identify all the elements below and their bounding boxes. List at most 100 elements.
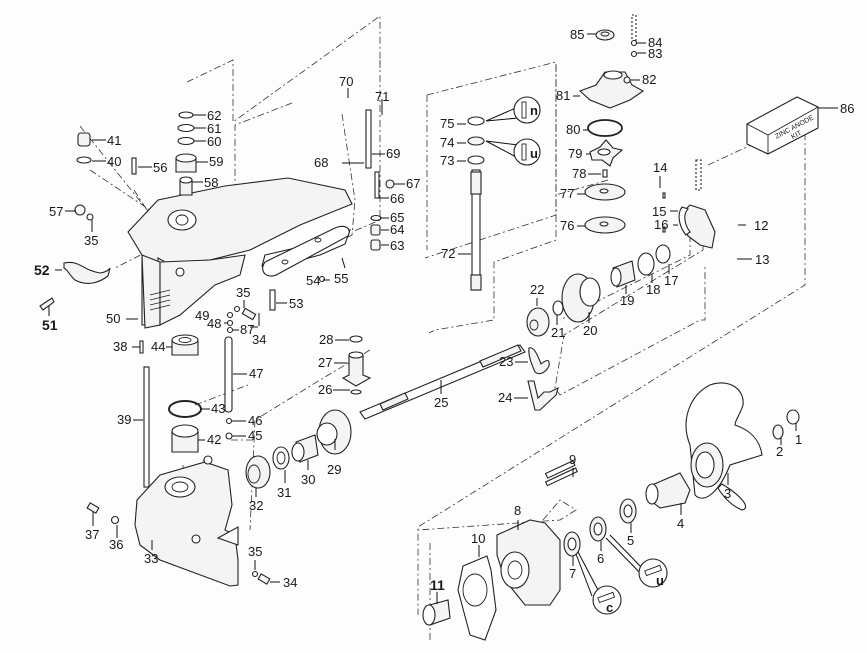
trim-tab-anode: [63, 261, 111, 284]
callout-8: 8: [514, 503, 521, 518]
callout-24: 24: [498, 390, 512, 405]
callout-50: 50: [106, 311, 120, 326]
callout-71: 71: [375, 89, 389, 104]
detail-inset-75: n: [485, 96, 541, 124]
callout-72: 72: [441, 246, 455, 261]
shift-cradle-23: [528, 347, 550, 375]
callout-70: 70: [339, 74, 353, 89]
screw-57: [74, 204, 86, 216]
callout-27: 27: [318, 355, 332, 370]
callout-83: 83: [648, 46, 662, 61]
callout-1: 1: [795, 432, 802, 447]
callout-36: 36: [109, 537, 123, 552]
callout-37: 37: [85, 527, 99, 542]
grommet-41: [77, 132, 91, 147]
callout-60: 60: [207, 134, 221, 149]
callout-57: 57: [49, 204, 63, 219]
callout-74: 74: [440, 135, 454, 150]
callout-6: 6: [597, 551, 604, 566]
callout-63: 63: [390, 238, 404, 253]
callout-39: 39: [117, 412, 131, 427]
callout-31: 31: [277, 485, 291, 500]
bushing-75: [467, 116, 485, 126]
callout-21: 21: [551, 325, 565, 340]
callout-44: 44: [151, 339, 165, 354]
upper-bearing-stack: [175, 111, 197, 196]
callout-38: 38: [113, 339, 127, 354]
o-ring-80: [587, 119, 623, 137]
callout-59: 59: [209, 154, 223, 169]
callout-64: 64: [390, 222, 404, 237]
bolt-51: [39, 297, 55, 311]
callout-33: 33: [144, 551, 158, 566]
callout-61: 61: [207, 121, 221, 136]
detail-inset-74: u: [485, 138, 541, 166]
callout-85: 85: [570, 27, 584, 42]
callout-69: 69: [386, 146, 400, 161]
callout-20: 20: [583, 323, 597, 338]
callout-19: 19: [620, 293, 634, 308]
callout-48: 48: [207, 316, 221, 331]
water-tube-47: [224, 336, 233, 413]
kit-box-text-line2: KIT: [790, 129, 804, 141]
inset-glyph: n: [530, 103, 538, 118]
pinion-gear-27: [341, 354, 372, 387]
reverse-gear-group: [526, 244, 671, 337]
shift-rod-assembly: [365, 109, 395, 251]
callout-58: 58: [204, 175, 218, 190]
callout-26: 26: [318, 382, 332, 397]
bolt-9: [544, 467, 578, 487]
callout-35-upper-left: 35: [84, 233, 98, 248]
callout-10: 10: [471, 531, 485, 546]
washer-28: [349, 335, 363, 343]
bushing-74: [467, 136, 485, 146]
callout-28: 28: [319, 332, 333, 347]
callout-56: 56: [153, 160, 167, 175]
o-ring-43: [168, 400, 202, 418]
callout-29: 29: [327, 462, 341, 477]
callout-41: 41: [107, 133, 121, 148]
callout-66: 66: [390, 191, 404, 206]
washer-73: [467, 155, 485, 165]
callout-25: 25: [434, 395, 448, 410]
callout-52: 52: [34, 262, 50, 278]
callout-22: 22: [530, 282, 544, 297]
callout-86: 86: [840, 101, 854, 116]
leader-lines: [48, 33, 838, 604]
callout-43: 43: [211, 401, 225, 416]
shift-fork-24: [527, 380, 559, 411]
callout-68: 68: [314, 155, 328, 170]
callout-14: 14: [653, 160, 667, 175]
callout-42: 42: [207, 432, 221, 447]
callout-labels: 1 2 3 4 5 6 7 8 9 10 11 12 13 14 15 16 1…: [34, 27, 854, 593]
callout-47: 47: [249, 366, 263, 381]
callout-49: 49: [195, 308, 209, 323]
lower-gearcase-housing: [134, 455, 239, 587]
callout-7: 7: [569, 566, 576, 581]
callout-84: 84: [648, 35, 662, 50]
callout-46: 46: [248, 413, 262, 428]
callout-54: 54: [306, 273, 320, 288]
callout-53: 53: [289, 296, 303, 311]
upper-gearcase-housing: [127, 177, 353, 329]
callout-23: 23: [499, 354, 513, 369]
callout-79: 79: [568, 146, 582, 161]
forward-gear-group: [245, 409, 352, 489]
washer-26: [350, 389, 362, 395]
callout-67: 67: [406, 176, 420, 191]
stud-39: [143, 366, 150, 488]
callout-32: 32: [249, 498, 263, 513]
callout-12: 12: [754, 218, 768, 233]
callout-62: 62: [207, 108, 221, 123]
callout-65: 65: [390, 210, 404, 225]
callout-35-mid: 35: [236, 285, 250, 300]
water-tube-seal-group: [662, 159, 716, 249]
callout-87: 87: [240, 322, 254, 337]
callout-45: 45: [248, 428, 262, 443]
zinc-anode-kit-box: ZINC ANODE KIT: [746, 96, 819, 155]
bearing-carrier-group: [422, 460, 576, 641]
pin-56: [131, 157, 137, 175]
callout-78: 78: [572, 166, 586, 181]
callout-77: 77: [560, 186, 574, 201]
